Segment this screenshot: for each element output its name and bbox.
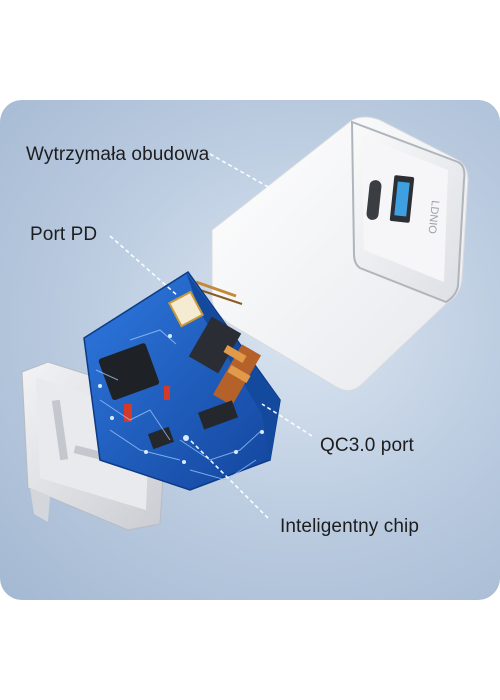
usb-c-port [366, 180, 382, 220]
smart-chip [198, 400, 238, 430]
pcb-module [83, 270, 281, 491]
plug-prong-slot [51, 399, 69, 461]
label-durable-casing: Wytrzymała obudowa [26, 144, 210, 165]
charger-housing: LDNIO [211, 116, 469, 392]
label-smart-chip: Inteligentny chip [280, 516, 420, 537]
brand-logo: LDNIO [425, 200, 440, 235]
callout-lines [109, 153, 313, 519]
charger-exploded-illustration: LDNIO [21, 116, 469, 531]
label-qc-port: QC3.0 port [320, 435, 414, 456]
label-pd-port: Port PD [30, 224, 98, 245]
pd-controller-chip [98, 343, 160, 401]
plug-prong [30, 488, 50, 522]
pd-port-component [167, 290, 205, 328]
